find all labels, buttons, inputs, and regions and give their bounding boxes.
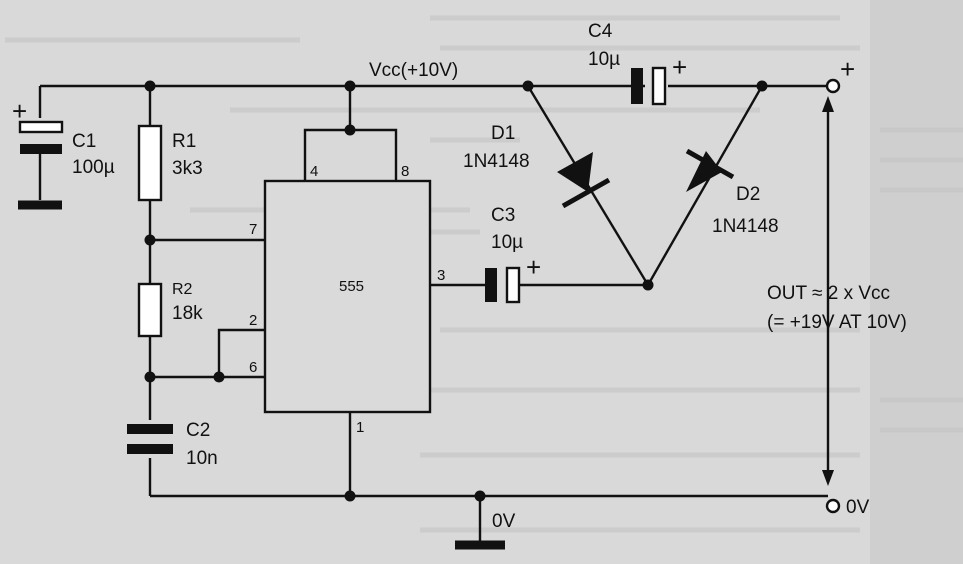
pin-8-label: 8 xyxy=(401,163,409,180)
c3-polarity: + xyxy=(526,252,541,282)
junction-dot xyxy=(213,371,225,383)
junction-dot xyxy=(144,234,156,246)
pin-4-label: 4 xyxy=(310,163,318,180)
junction-dot xyxy=(344,490,356,502)
output-formula-label: OUT ≈ 2 x Vcc xyxy=(767,283,890,304)
d1-part: 1N4148 xyxy=(463,151,530,172)
output-terminal-plus-icon xyxy=(825,78,841,94)
resistor-r1: R1 3k3 xyxy=(137,124,203,202)
junction-dot xyxy=(756,80,768,92)
c1-name: C1 xyxy=(72,131,96,152)
pin-7-label: 7 xyxy=(249,221,257,238)
diode-d2: D2 1N4148 xyxy=(685,148,779,237)
pin-2-label: 2 xyxy=(249,312,257,329)
resistor-r2: R2 18k xyxy=(137,281,203,338)
wire-d2-branch xyxy=(646,85,764,286)
capacitor-c1: + C1 100µ xyxy=(12,96,115,210)
r1-name: R1 xyxy=(172,131,196,152)
junctions xyxy=(144,80,768,502)
junction-dot xyxy=(642,279,654,291)
d2-name: D2 xyxy=(736,184,760,205)
output-plus-label: + xyxy=(840,54,855,84)
capacitor-c2: C2 10n xyxy=(127,420,218,469)
r2-name: R2 xyxy=(172,281,193,298)
vcc-label: Vcc(+10V) xyxy=(369,60,458,81)
junction-dot xyxy=(474,490,486,502)
output-arrow-up-icon xyxy=(822,96,834,112)
c4-name: C4 xyxy=(588,21,613,42)
pin-6-label: 6 xyxy=(249,359,257,376)
capacitor-c4: + C4 10µ xyxy=(588,21,687,106)
junction-dot xyxy=(344,124,356,136)
ic-555: 555 4 8 7 3 2 6 1 xyxy=(249,163,445,436)
pin-1-label: 1 xyxy=(356,419,364,436)
junction-dot xyxy=(144,80,156,92)
ic-label: 555 xyxy=(339,278,364,295)
r2-value: 18k xyxy=(172,303,203,324)
c1-polarity: + xyxy=(12,96,27,126)
c4-value: 10µ xyxy=(588,49,620,70)
wire-pin2 xyxy=(217,328,265,377)
c4-polarity: + xyxy=(672,52,687,82)
capacitor-c3: + C3 10µ xyxy=(485,205,541,304)
d2-part: 1N4148 xyxy=(712,216,779,237)
junction-dot xyxy=(344,80,356,92)
output-terminal-ground-icon xyxy=(825,498,841,514)
c2-name: C2 xyxy=(186,420,210,441)
c1-value: 100µ xyxy=(72,157,115,178)
r1-value: 3k3 xyxy=(172,158,203,179)
ground-label: 0V xyxy=(492,511,516,532)
output-example-label: (= +19V AT 10V) xyxy=(767,312,907,333)
pin-3-label: 3 xyxy=(437,267,445,284)
output-terminals xyxy=(825,78,841,514)
junction-dot xyxy=(522,80,534,92)
diode-d1: D1 1N4148 xyxy=(463,123,611,209)
output-arrow-down-icon xyxy=(822,470,834,486)
c3-value: 10µ xyxy=(491,232,523,253)
c3-name: C3 xyxy=(491,205,515,226)
d1-name: D1 xyxy=(491,123,515,144)
c2-value: 10n xyxy=(186,448,218,469)
output-ground-label: 0V xyxy=(846,497,870,518)
junction-dot xyxy=(144,371,156,383)
